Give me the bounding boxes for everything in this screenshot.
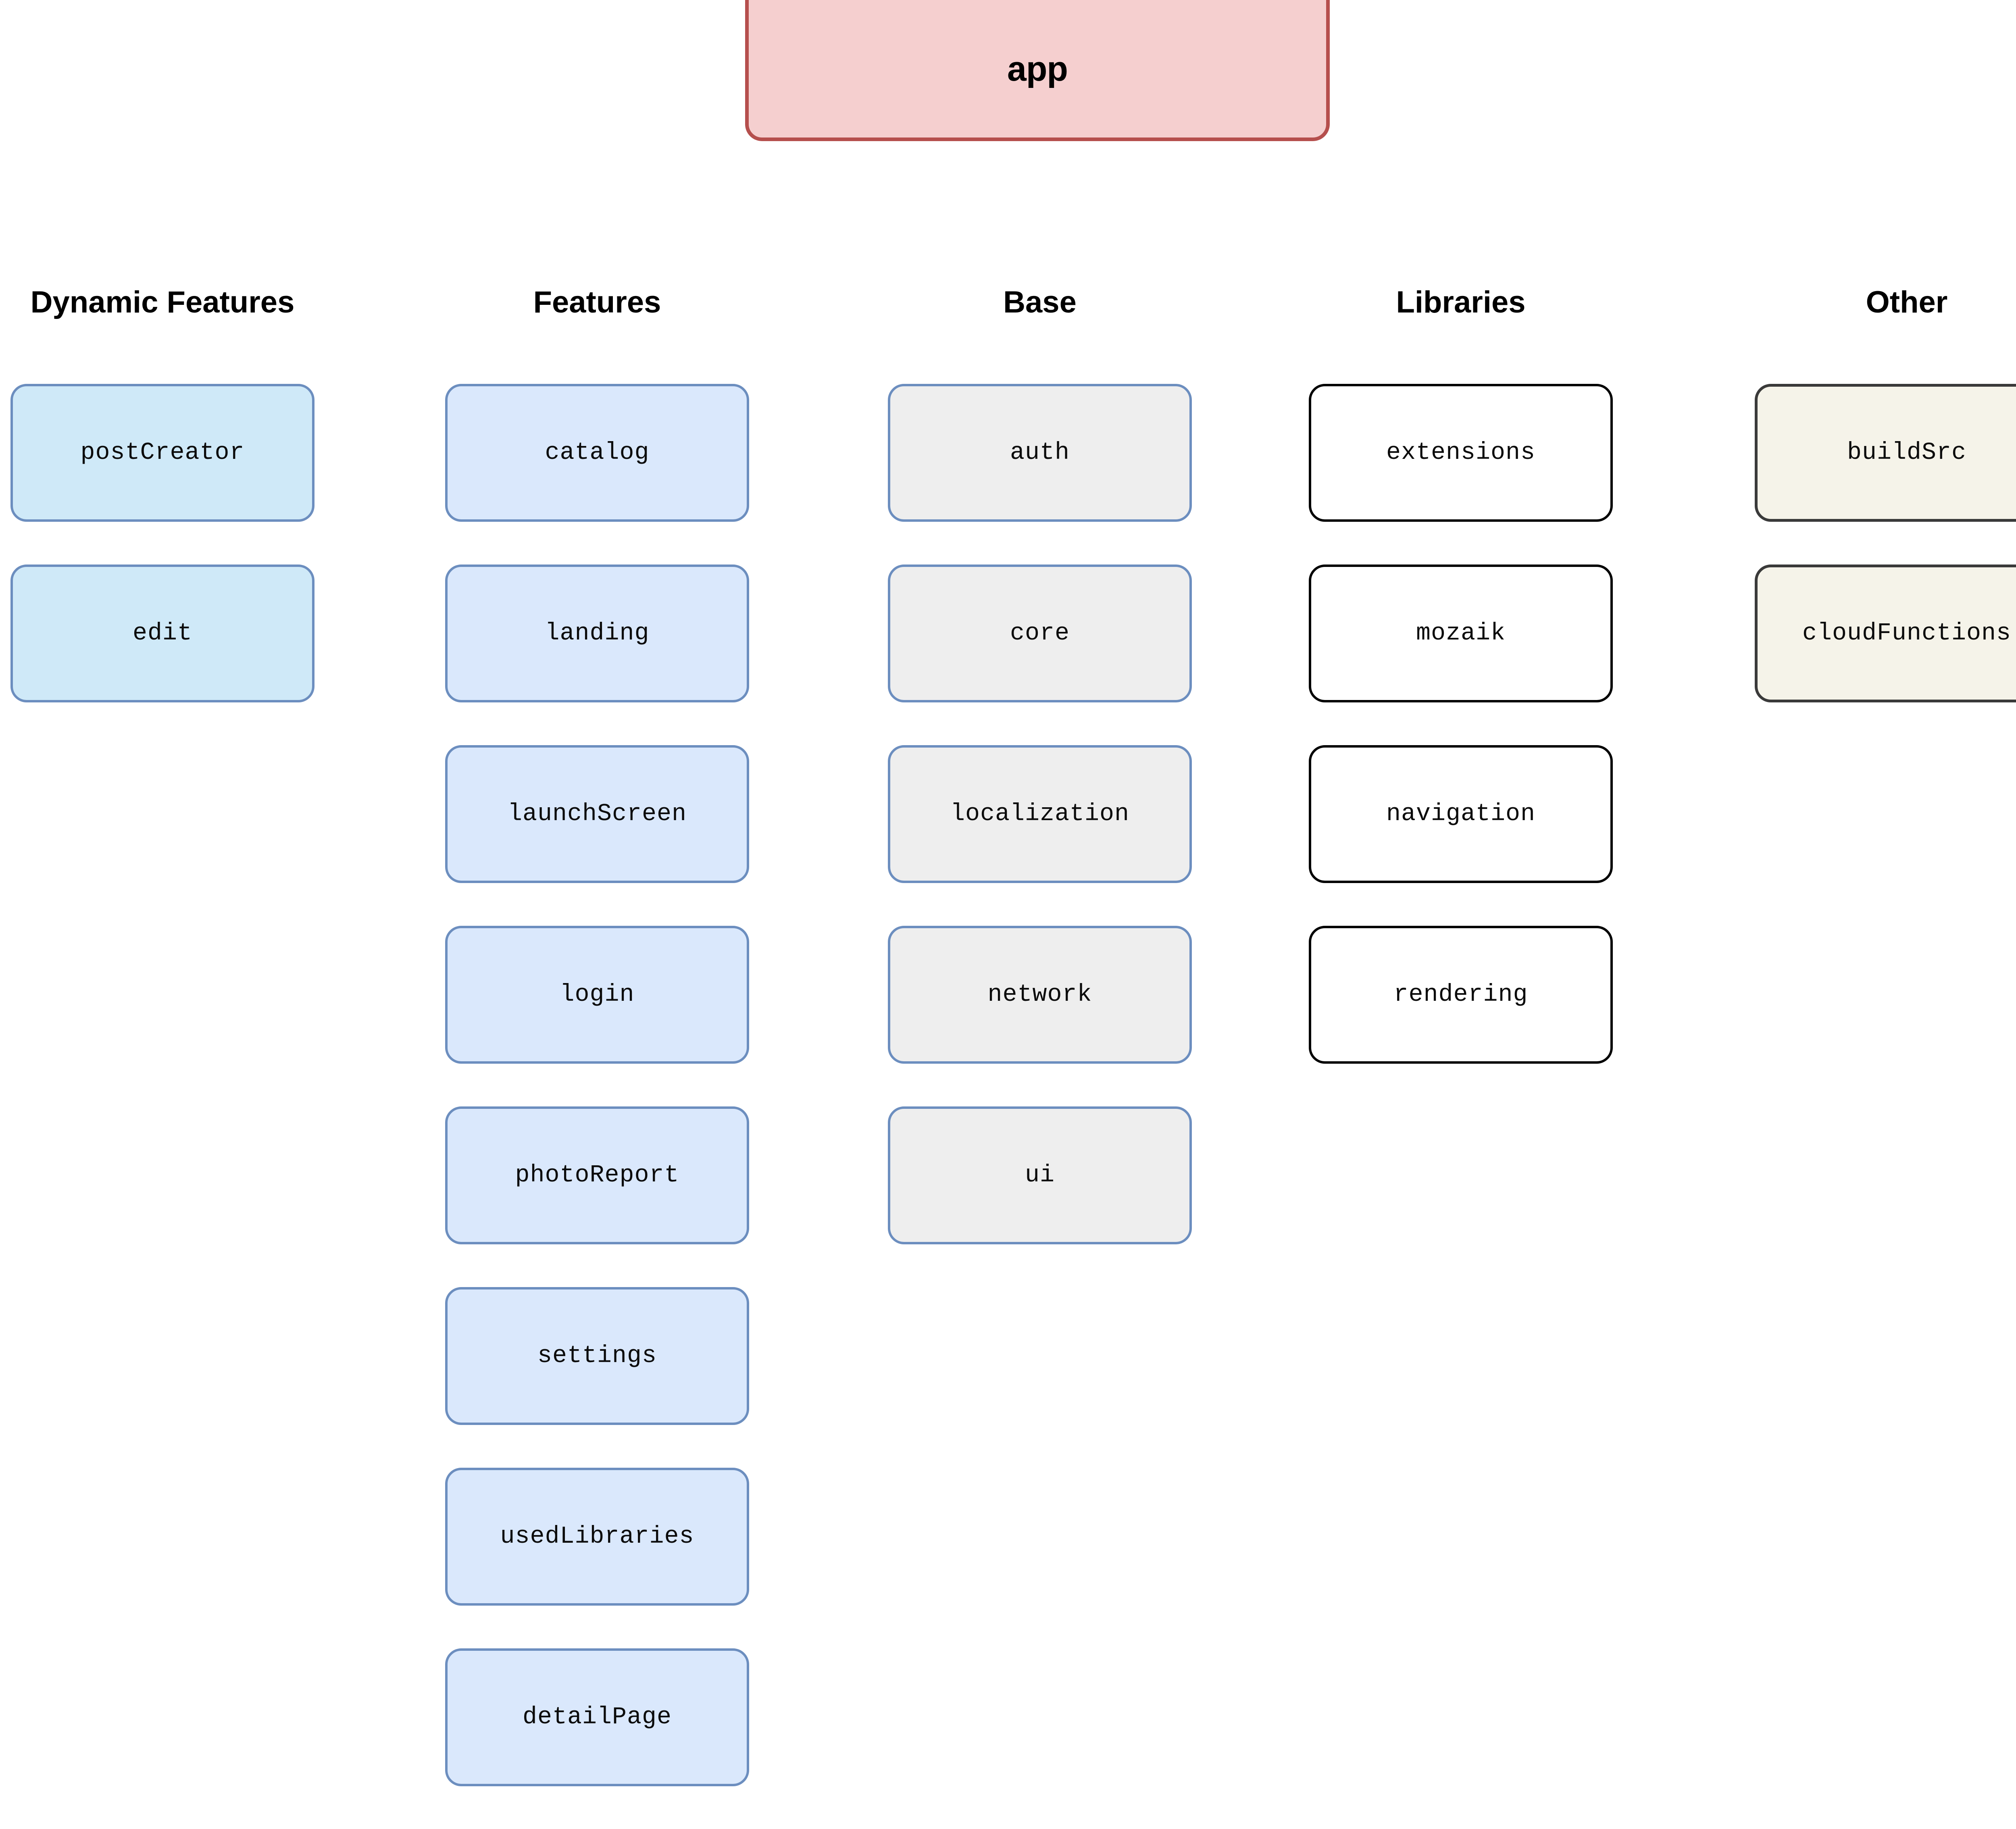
module-node-app[interactable]: app (745, 0, 1330, 141)
module-node-label: usedLibraries (500, 1523, 694, 1550)
module-node-landing[interactable]: landing (445, 565, 749, 702)
module-node-network[interactable]: network (888, 926, 1192, 1064)
column-header-features: Features (533, 285, 661, 319)
column-features: Features catalog landing launchScreen lo… (445, 282, 749, 1829)
module-node-usedlibraries[interactable]: usedLibraries (445, 1468, 749, 1606)
module-node-postcreator[interactable]: postCreator (10, 384, 314, 522)
module-node-rendering[interactable]: rendering (1309, 926, 1613, 1064)
module-node-label: postCreator (80, 439, 245, 467)
module-node-label: navigation (1386, 800, 1536, 828)
module-node-label: photoReport (515, 1162, 679, 1189)
module-node-label: app (1007, 49, 1068, 88)
module-node-catalog[interactable]: catalog (445, 384, 749, 522)
module-node-extensions[interactable]: extensions (1309, 384, 1613, 522)
module-node-navigation[interactable]: navigation (1309, 745, 1613, 883)
column-base: Base auth core localization network ui (888, 282, 1192, 1287)
column-nodes-libraries: extensions mozaik navigation rendering (1309, 384, 1613, 1064)
column-libraries: Libraries extensions mozaik navigation r… (1309, 282, 1613, 1106)
module-node-auth[interactable]: auth (888, 384, 1192, 522)
module-node-detailpage[interactable]: detailPage (445, 1648, 749, 1786)
column-header-base: Base (1003, 285, 1077, 319)
module-node-label: landing (545, 620, 650, 647)
module-node-label: localization (950, 800, 1130, 828)
column-header-libraries: Libraries (1396, 285, 1526, 319)
module-node-label: ui (1025, 1162, 1055, 1189)
module-node-label: launchScreen (507, 800, 687, 828)
module-node-mozaik[interactable]: mozaik (1309, 565, 1613, 702)
column-nodes-other: buildSrc cloudFunctions (1755, 384, 2016, 702)
column-nodes-features: catalog landing launchScreen login photo… (445, 384, 749, 1786)
module-node-label: rendering (1393, 981, 1528, 1008)
module-node-label: edit (132, 620, 193, 647)
module-node-label: settings (537, 1342, 657, 1370)
module-node-edit[interactable]: edit (10, 565, 314, 702)
module-node-label: login (560, 981, 635, 1008)
module-node-launchscreen[interactable]: launchScreen (445, 745, 749, 883)
module-node-buildsrc[interactable]: buildSrc (1755, 384, 2016, 522)
module-node-cloudfunctions[interactable]: cloudFunctions (1755, 565, 2016, 702)
module-node-label: extensions (1386, 439, 1536, 467)
module-node-label: core (1010, 620, 1070, 647)
column-header-other: Other (1866, 285, 1948, 319)
module-node-settings[interactable]: settings (445, 1287, 749, 1425)
module-node-label: auth (1010, 439, 1070, 467)
column-other: Other buildSrc cloudFunctions (1755, 282, 2016, 745)
module-node-photoreport[interactable]: photoReport (445, 1106, 749, 1244)
module-node-localization[interactable]: localization (888, 745, 1192, 883)
module-node-label: buildSrc (1847, 439, 1967, 467)
module-node-login[interactable]: login (445, 926, 749, 1064)
column-dynamic-features: Dynamic Features postCreator edit (10, 282, 314, 745)
module-node-core[interactable]: core (888, 565, 1192, 702)
module-node-label: mozaik (1416, 620, 1506, 647)
column-header-dynamic-features: Dynamic Features (30, 285, 295, 319)
column-nodes-dynamic-features: postCreator edit (10, 384, 314, 702)
module-node-ui[interactable]: ui (888, 1106, 1192, 1244)
module-node-label: network (987, 981, 1092, 1008)
module-node-label: cloudFunctions (1802, 620, 2012, 647)
module-node-label: catalog (545, 439, 650, 467)
module-node-label: detailPage (522, 1704, 672, 1731)
column-nodes-base: auth core localization network ui (888, 384, 1192, 1244)
